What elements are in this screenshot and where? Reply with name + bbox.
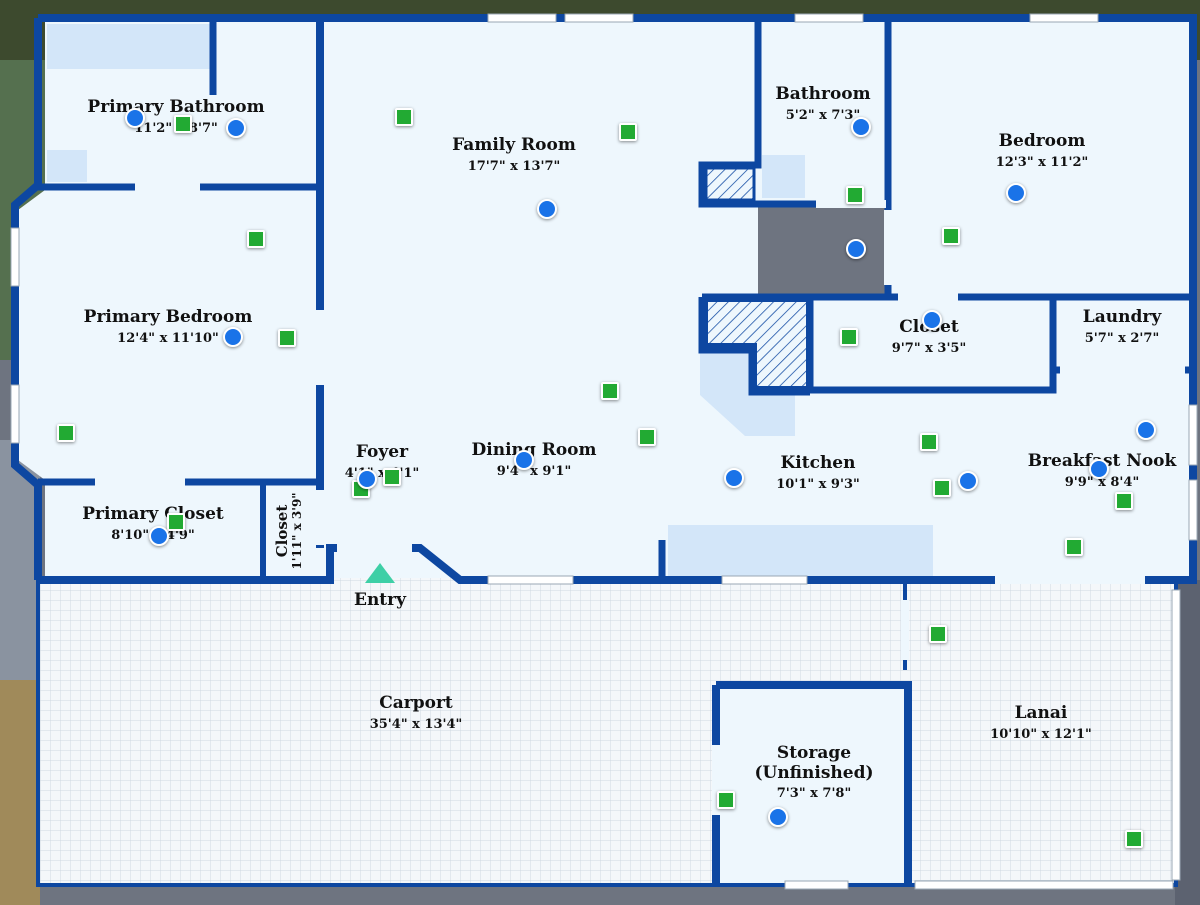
panorama-marker-icon[interactable] (1089, 459, 1109, 479)
bedroom-floor (888, 22, 1193, 297)
panorama-marker-icon[interactable] (922, 310, 942, 330)
panorama-marker-icon[interactable] (958, 471, 978, 491)
photo-marker-icon[interactable] (167, 513, 185, 531)
photo-marker-icon[interactable] (717, 791, 735, 809)
photo-marker-icon[interactable] (1125, 830, 1143, 848)
panorama-marker-icon[interactable] (149, 526, 169, 546)
entry-arrow-icon[interactable] (364, 562, 396, 584)
bathtub (47, 24, 210, 69)
photo-marker-icon[interactable] (278, 329, 296, 347)
photo-marker-icon[interactable] (933, 479, 951, 497)
photo-marker-icon[interactable] (920, 433, 938, 451)
panorama-marker-icon[interactable] (768, 807, 788, 827)
panorama-marker-icon[interactable] (125, 108, 145, 128)
panorama-marker-icon[interactable] (357, 469, 377, 489)
panorama-marker-icon[interactable] (724, 468, 744, 488)
photo-marker-icon[interactable] (174, 115, 192, 133)
room-label-storage: Storage (Unfinished)7'3" x 7'8" (754, 743, 874, 802)
photo-marker-icon[interactable] (846, 186, 864, 204)
entry-label: Entry (353, 590, 407, 610)
photo-marker-icon[interactable] (247, 230, 265, 248)
chimney-chase (704, 166, 756, 202)
storage-floor (720, 688, 905, 883)
photo-marker-icon[interactable] (929, 625, 947, 643)
panorama-marker-icon[interactable] (846, 239, 866, 259)
photo-marker-icon[interactable] (383, 468, 401, 486)
kitchen-counter (668, 525, 933, 577)
closet-small-floor (265, 485, 320, 577)
photo-marker-icon[interactable] (619, 123, 637, 141)
family-room-floor (320, 22, 758, 302)
door-openings (95, 183, 1185, 815)
photo-marker-icon[interactable] (601, 382, 619, 400)
windows (10, 13, 1198, 890)
panorama-marker-icon[interactable] (1006, 183, 1026, 203)
photo-marker-icon[interactable] (57, 424, 75, 442)
photo-marker-icon[interactable] (840, 328, 858, 346)
room-label-closet: Closet9'7" x 3'5" (891, 317, 967, 356)
panorama-marker-icon[interactable] (514, 450, 534, 470)
primary-bedroom-floor (18, 190, 320, 480)
panorama-marker-icon[interactable] (537, 199, 557, 219)
photo-marker-icon[interactable] (1065, 538, 1083, 556)
photo-marker-icon[interactable] (942, 227, 960, 245)
kitchen-counter-angled (700, 350, 795, 436)
photo-marker-icon[interactable] (638, 428, 656, 446)
panorama-marker-icon[interactable] (1136, 420, 1156, 440)
shower-pan (47, 150, 87, 182)
panorama-marker-icon[interactable] (223, 327, 243, 347)
bathroom-fixture (762, 155, 805, 198)
photo-marker-icon[interactable] (1115, 492, 1133, 510)
photo-marker-icon[interactable] (395, 108, 413, 126)
panorama-marker-icon[interactable] (851, 117, 871, 137)
panorama-marker-icon[interactable] (226, 118, 246, 138)
